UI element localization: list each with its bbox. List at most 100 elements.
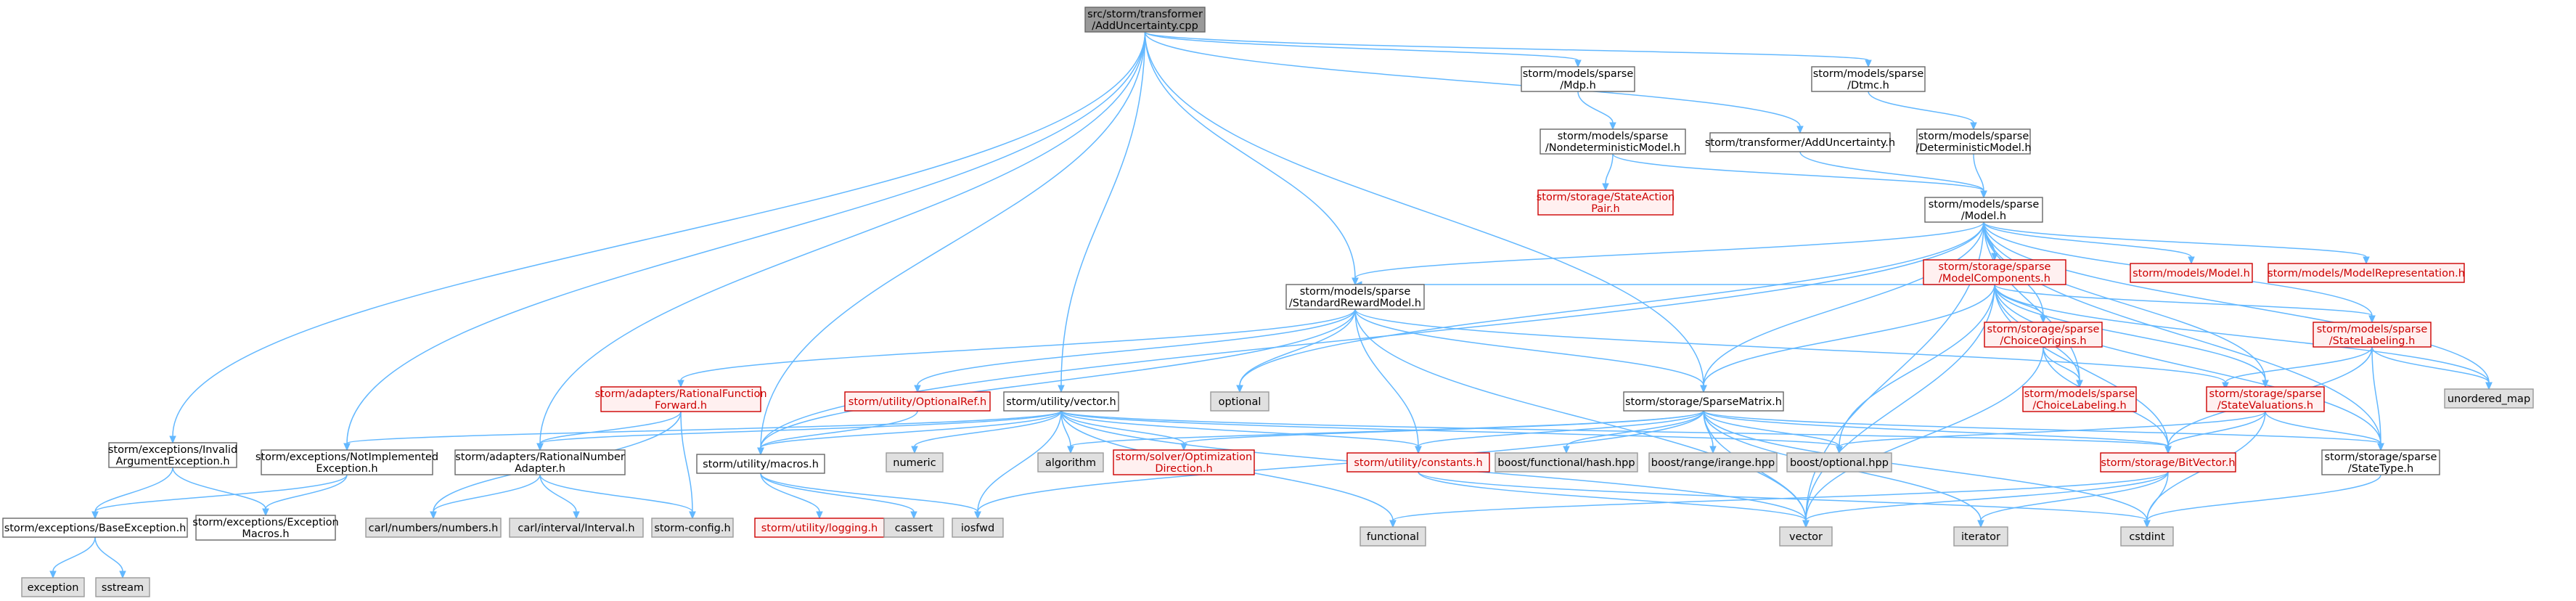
edge-line — [433, 474, 541, 512]
node-box — [1537, 189, 1674, 216]
node-optref[interactable]: storm/utility/OptionalRef.h — [844, 391, 991, 412]
node-label-line: storm/models/sparse — [1813, 68, 1924, 80]
edge-statetype-to-cstdint — [2143, 474, 2381, 528]
node-choiceorig[interactable]: storm/storage/sparse/ChoiceOrigins.h — [1984, 322, 2103, 348]
edge-macros-to-cassert — [760, 473, 917, 520]
node-label-line: storm/exceptions/BaseException.h — [4, 523, 187, 534]
edge-line — [1144, 31, 1356, 279]
edge-line — [914, 410, 1062, 447]
arrowhead-icon — [677, 380, 684, 388]
edge-invalidarg-to-baseexc — [91, 467, 173, 520]
node-choicelab[interactable]: storm/models/sparse/ChoiceLabeling.h — [2022, 386, 2137, 412]
edge-line — [1060, 31, 1146, 386]
arrowhead-icon — [1352, 277, 1359, 286]
edge-line — [539, 31, 1146, 444]
node-nondet[interactable]: storm/models/sparse/NondeterministicMode… — [1540, 128, 1686, 155]
node-box — [883, 518, 944, 538]
edge-line — [1703, 410, 1840, 447]
node-label-line: storm/models/sparse — [2024, 388, 2135, 400]
edge-line — [2167, 411, 2266, 447]
edge-stdreward-to-optref — [914, 308, 1356, 393]
node-label-line: /StateValuations.h — [2217, 400, 2313, 412]
edge-sparsematrix-to-boosthash — [1563, 410, 1704, 454]
node-macros[interactable]: storm/utility/macros.h — [696, 454, 825, 474]
edge-sparsematrix-to-iosfwd — [974, 410, 1704, 520]
node-label-line: storm/utility/vector.h — [1006, 396, 1116, 408]
node-label-line: cassert — [895, 523, 933, 534]
node-mdp[interactable]: storm/models/sparse/Mdp.h — [1521, 66, 1635, 92]
node-modelsmodel[interactable]: storm/models/Model.h — [2130, 263, 2253, 283]
edge-sparsematrix-to-statetype — [1703, 410, 2384, 451]
node-modelcomp[interactable]: storm/storage/sparse/ModelComponents.h — [1923, 259, 2066, 285]
edge-sparsematrix-to-boostopt — [1703, 410, 1843, 454]
node-box — [1495, 452, 1638, 473]
node-bitvector[interactable]: storm/storage/BitVector.h — [2100, 452, 2236, 473]
edge-line — [680, 308, 1356, 381]
node-logging[interactable]: storm/utility/logging.h — [754, 518, 885, 538]
node-constants[interactable]: storm/utility/constants.h — [1346, 452, 1490, 473]
arrowhead-icon — [1709, 446, 1717, 454]
arrowhead-icon — [2485, 382, 2493, 391]
node-box — [21, 577, 85, 597]
node-stateval[interactable]: storm/storage/sparse/StateValuations.h — [2206, 386, 2325, 412]
edge-line — [1994, 284, 2169, 447]
node-label-line: storm/storage/StateAction — [1537, 192, 1675, 203]
node-statetype[interactable]: storm/storage/sparse/StateType.h — [2321, 449, 2440, 475]
edge-line — [760, 31, 1146, 449]
edge-line — [760, 410, 918, 449]
node-box — [2206, 386, 2325, 412]
edge-line — [1994, 284, 2266, 381]
edge-line — [94, 536, 123, 572]
node-modelrep[interactable]: storm/models/ModelRepresentation.h — [2268, 263, 2465, 283]
node-root[interactable]: src/storm/transformer/AddUncertainty.cpp — [1084, 7, 1206, 33]
node-label-line: cstdint — [2129, 531, 2165, 543]
arrowhead-icon — [2262, 380, 2269, 388]
node-carlint: carl/interval/Interval.h — [509, 518, 644, 538]
node-label-line: boost/optional.hpp — [1790, 457, 1889, 469]
node-invalidarg[interactable]: storm/exceptions/InvalidArgumentExceptio… — [108, 442, 237, 468]
node-model[interactable]: storm/models/sparse/Model.h — [1924, 197, 2043, 223]
node-stdreward[interactable]: storm/models/sparse/StandardRewardModel.… — [1285, 284, 1425, 310]
node-statelab[interactable]: storm/models/sparse/StateLabeling.h — [2313, 322, 2432, 348]
node-label-line: numeric — [893, 457, 936, 469]
edge-stdreward-to-vector — [1354, 308, 1810, 528]
node-det[interactable]: storm/models/sparse/DeterministicModel.h — [1915, 128, 2032, 155]
edge-modelcomp-to-stdreward — [1354, 281, 1995, 288]
edge-line — [1868, 91, 1974, 123]
edge-bitvector-to-functional — [1389, 471, 2169, 528]
edge-line — [1973, 153, 1984, 192]
node-box — [1811, 66, 1926, 92]
arrowhead-icon — [2222, 382, 2229, 391]
node-sparsematrix[interactable]: storm/storage/SparseMatrix.h — [1623, 391, 1784, 412]
node-label-line: storm/models/Model.h — [2133, 268, 2250, 279]
edge-line — [1839, 284, 1995, 447]
arrowhead-icon — [573, 511, 580, 520]
edge-line — [1354, 308, 2226, 383]
node-label-line: /Model.h — [1961, 210, 2006, 222]
edge-mdp-to-nondet — [1577, 91, 1616, 131]
node-baseexc[interactable]: storm/exceptions/BaseException.h — [2, 518, 188, 538]
node-box — [1359, 526, 1426, 547]
edge-model-to-stdreward — [1352, 221, 1984, 286]
node-dtmc[interactable]: storm/models/sparse/Dtmc.h — [1811, 66, 1926, 92]
node-label-line: boost/functional/hash.hpp — [1497, 457, 1635, 469]
arrowhead-icon — [757, 447, 764, 456]
node-box — [2444, 388, 2534, 409]
node-vectorh[interactable]: storm/utility/vector.h — [1003, 391, 1119, 412]
nodes-layer: src/storm/transformer/AddUncertainty.cpp… — [2, 7, 2534, 597]
node-addunc[interactable]: storm/transformer/AddUncertainty.h — [1705, 132, 1895, 152]
edge-line — [760, 473, 820, 512]
edge-line — [2371, 346, 2490, 383]
edge-notimpl-to-baseexc — [91, 474, 348, 520]
node-notimpl[interactable]: storm/exceptions/NotImplementedException… — [255, 449, 438, 475]
node-box — [2130, 263, 2253, 283]
edge-ratnum-to-stormconfig — [539, 474, 696, 520]
edge-line — [1983, 221, 2080, 381]
node-label-line: storm/models/sparse — [1929, 199, 2040, 210]
